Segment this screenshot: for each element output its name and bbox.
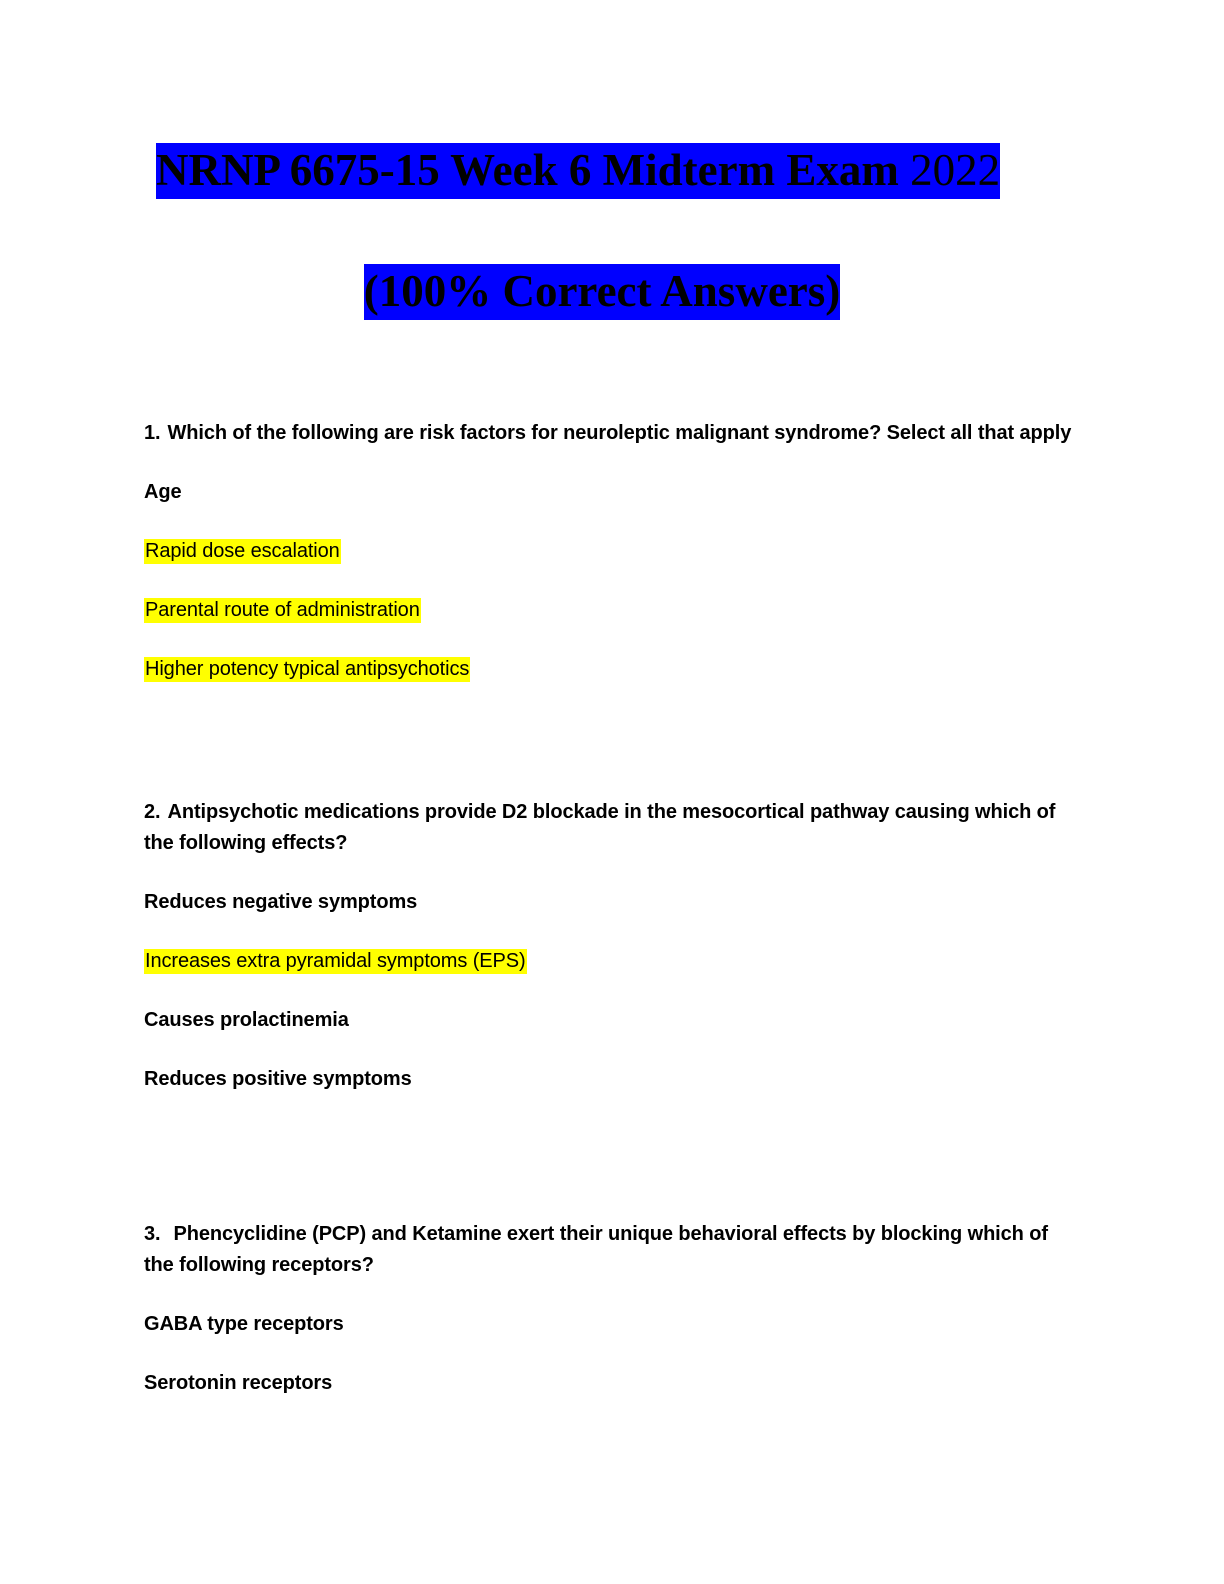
document-content: NRNP 6675-15 Week 6 Midterm Exam 2022 (1…	[144, 0, 1080, 1427]
option-label: Age	[144, 480, 182, 503]
question-number-2: 2.	[144, 800, 161, 823]
option-1-4[interactable]: Higher potency typical antipsychotics	[144, 654, 1080, 685]
question-block-2: 2.Antipsychotic medications provide D2 b…	[144, 797, 1080, 1095]
option-label: Reduces positive symptoms	[144, 1067, 412, 1090]
subtitle-block: (100% Correct Answers)	[144, 261, 1080, 322]
title-block: NRNP 6675-15 Week 6 Midterm Exam 2022	[144, 140, 1080, 201]
option-2-2[interactable]: Increases extra pyramidal symptoms (EPS)	[144, 946, 1080, 977]
question-text-1: 1. Which of the following are risk factor…	[144, 418, 1080, 449]
question-text-2: 2.Antipsychotic medications provide D2 b…	[144, 797, 1080, 859]
question-number-3: 3.	[144, 1222, 161, 1245]
document-title: NRNP 6675-15 Week 6 Midterm Exam 2022	[156, 140, 1080, 201]
question-block-3: 3.Phencyclidine (PCP) and Ketamine exert…	[144, 1219, 1080, 1399]
option-label: Reduces negative symptoms	[144, 890, 418, 913]
question-body-3: Phencyclidine (PCP) and Ketamine exert t…	[144, 1222, 1048, 1276]
section-spacer	[144, 713, 1080, 797]
question-text-3: 3.Phencyclidine (PCP) and Ketamine exert…	[144, 1219, 1080, 1281]
option-label: GABA type receptors	[144, 1312, 344, 1335]
option-3-2[interactable]: Serotonin receptors	[144, 1368, 1080, 1399]
option-1-3[interactable]: Parental route of administration	[144, 595, 1080, 626]
option-label: Higher potency typical antipsychotics	[144, 656, 471, 682]
questions-list: 1. Which of the following are risk factor…	[144, 418, 1080, 1399]
option-label: Rapid dose escalation	[144, 538, 341, 564]
question-number-1: 1.	[144, 421, 161, 444]
question-body-1: Which of the following are risk factors …	[167, 421, 1072, 444]
option-2-4[interactable]: Reduces positive symptoms	[144, 1064, 1080, 1095]
title-highlight: NRNP 6675-15 Week 6 Midterm Exam 2022	[156, 143, 1001, 199]
title-year-text: 2022	[910, 145, 1001, 195]
subtitle-highlight: (100% Correct Answers)	[363, 263, 841, 320]
option-1-2[interactable]: Rapid dose escalation	[144, 536, 1080, 567]
option-2-1[interactable]: Reduces negative symptoms	[144, 887, 1080, 918]
title-main-text: NRNP 6675-15 Week 6 Midterm Exam	[156, 145, 899, 195]
option-3-1[interactable]: GABA type receptors	[144, 1309, 1080, 1340]
section-spacer	[144, 1123, 1080, 1219]
document-subtitle: (100% Correct Answers)	[144, 261, 1060, 322]
option-1-1[interactable]: Age	[144, 477, 1080, 508]
option-2-3[interactable]: Causes prolactinemia	[144, 1005, 1080, 1036]
option-label: Increases extra pyramidal symptoms (EPS)	[144, 948, 527, 974]
option-label: Serotonin receptors	[144, 1371, 333, 1394]
option-label: Causes prolactinemia	[144, 1008, 349, 1031]
option-label: Parental route of administration	[144, 597, 421, 623]
question-block-1: 1. Which of the following are risk factor…	[144, 418, 1080, 685]
question-body-2: Antipsychotic medications provide D2 blo…	[144, 800, 1056, 854]
